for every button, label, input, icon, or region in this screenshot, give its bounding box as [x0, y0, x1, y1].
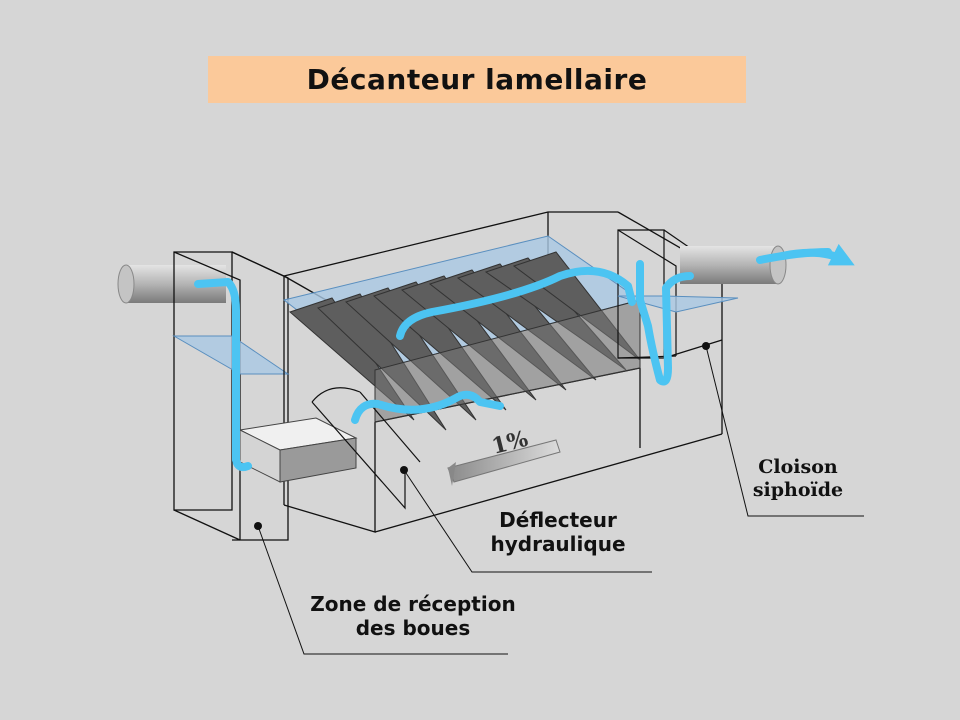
sludge-box [238, 417, 358, 483]
leader-lines [257, 345, 864, 655]
flow-path [194, 248, 832, 472]
label-zone-line2: des boues [355, 616, 471, 640]
label-zone-line1: Zone de réception [310, 592, 516, 616]
label-cloison-line2: siphoïde [752, 478, 844, 501]
flow-outlet-arrow [778, 243, 855, 266]
outlet-pipe [680, 245, 787, 285]
label-deflecteur-line2: hydraulique [490, 532, 626, 556]
slope-arrow [447, 439, 561, 486]
water-surface-outlet [617, 295, 739, 313]
leader-dots [254, 342, 710, 530]
label-cloison-siphoide: Cloison siphoïde [736, 456, 860, 502]
title-banner: Décanteur lamellaire [208, 56, 746, 103]
label-deflecteur-hydraulique: Déflecteur hydraulique [466, 508, 650, 556]
water-surface-left [172, 335, 290, 375]
label-zone-reception: Zone de réception des boues [294, 592, 532, 640]
label-cloison-line1: Cloison [758, 456, 838, 478]
diagram-title: Décanteur lamellaire [306, 63, 648, 96]
label-deflecteur-line1: Déflecteur [499, 508, 617, 532]
